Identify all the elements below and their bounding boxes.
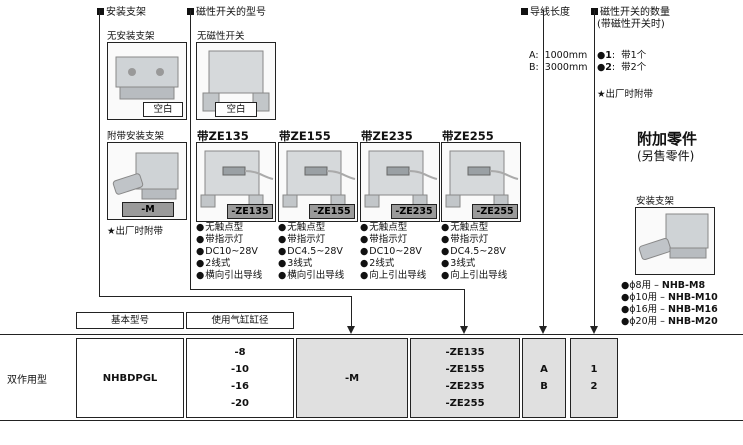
bracket-code-cell: -M <box>296 338 408 418</box>
feature-item: 横向引出导线 <box>196 270 262 282</box>
code-value: -ZE235 <box>445 381 485 392</box>
feature-item: 向上引出导线 <box>360 270 426 282</box>
cylinder-with-bracket-image <box>112 152 179 200</box>
basic-model-cell: NHBDPGL <box>76 338 184 418</box>
cylinder-image <box>115 56 179 100</box>
feature-item: 无触点型 <box>360 222 426 234</box>
feature-item: 带指示灯 <box>360 234 426 246</box>
feature-item: 3线式 <box>278 258 344 270</box>
accessory-subtitle: (另售零件) <box>637 149 695 163</box>
code-value: -10 <box>230 364 250 375</box>
code-value: -ZE135 <box>445 347 485 358</box>
feature-item: 3线式 <box>441 258 507 270</box>
gripper-with-switch-image <box>445 150 519 208</box>
switch-variant-photo: -ZE135 <box>196 142 276 222</box>
row-label: 双作用型 <box>7 375 47 386</box>
switch-variant-title: 带ZE255 <box>442 129 494 143</box>
switch-variant-title: 带ZE155 <box>279 129 331 143</box>
code-value: -ZE255 <box>445 398 485 409</box>
with-bracket-label: 附带安装支架 <box>107 131 165 142</box>
switch-variant-features: 无触点型带指示灯DC10~28V2线式向上引出导线 <box>360 222 426 282</box>
feature-item: 无触点型 <box>441 222 507 234</box>
header-basic-model: 基本型号 <box>76 312 184 329</box>
switch-variant-title: 带ZE135 <box>197 129 249 143</box>
feature-item: DC4.5~28V <box>441 246 507 258</box>
no-switch-tag: 空白 <box>215 102 257 117</box>
qty-2-line: ●2: 带2个 <box>597 62 647 73</box>
code-value: -8 <box>234 347 246 358</box>
gripper-with-switch-image <box>282 150 356 208</box>
lead-b-line: B: 3000mm <box>529 62 588 73</box>
code-value: A <box>540 364 548 375</box>
feature-item: 无触点型 <box>278 222 344 234</box>
switch-variant-title: 带ZE235 <box>361 129 413 143</box>
no-switch-label: 无磁性开关 <box>197 31 245 42</box>
switch-variant-photo: -ZE155 <box>278 142 358 222</box>
feature-item: 带指示灯 <box>196 234 262 246</box>
section-lead-header: 导线长度 <box>521 3 570 18</box>
feature-item: 带指示灯 <box>441 234 507 246</box>
bracket-image <box>638 213 709 261</box>
switch-variant-tag: -ZE235 <box>391 204 437 219</box>
section-switch-header: 磁性开关的型号 <box>187 3 266 18</box>
switch-variant-tag: -ZE155 <box>309 204 355 219</box>
feature-item: 带指示灯 <box>278 234 344 246</box>
feature-item: 向上引出导线 <box>441 270 507 282</box>
switch-variant-tag: -ZE255 <box>472 204 518 219</box>
section-bracket-header: 安装支架 <box>97 3 146 18</box>
accessory-item: ●ϕ8用 – NHB-M8 <box>621 280 706 291</box>
with-bracket-tag: -M <box>122 202 174 217</box>
switch-variant-photo: -ZE255 <box>441 142 521 222</box>
no-bracket-photo: 空白 <box>107 42 187 120</box>
switch-code-cell: -ZE135 -ZE155 -ZE235 -ZE255 <box>410 338 520 418</box>
accessory-item: ●ϕ16用 – NHB-M16 <box>621 304 718 315</box>
accessory-bracket-label: 安装支架 <box>636 196 675 207</box>
gripper-with-switch-image <box>200 150 274 208</box>
code-value: 2 <box>590 381 598 392</box>
code-value: B <box>540 381 548 392</box>
lead-a-line: A: 1000mm <box>529 50 588 61</box>
feature-item: 2线式 <box>196 258 262 270</box>
bore-cell: -8 -10 -16 -20 <box>186 338 294 418</box>
header-bore: 使用气缸缸径 <box>186 312 294 329</box>
switch-variant-features: 无触点型带指示灯DC10~28V2线式横向引出导线 <box>196 222 262 282</box>
accessory-title: 附加零件 <box>637 130 698 148</box>
no-switch-photo: 空白 <box>196 42 276 120</box>
bracket-factory-note: ★出厂时附带 <box>107 226 164 237</box>
feature-item: 横向引出导线 <box>278 270 344 282</box>
feature-item: DC10~28V <box>196 246 262 258</box>
feature-item: 2线式 <box>360 258 426 270</box>
feature-item: DC10~28V <box>360 246 426 258</box>
accessory-item: ●ϕ10用 – NHB-M10 <box>621 292 718 303</box>
code-value: -ZE155 <box>445 364 485 375</box>
feature-item: 无触点型 <box>196 222 262 234</box>
code-value: 1 <box>590 364 598 375</box>
code-value: -16 <box>230 381 250 392</box>
accessory-bracket-photo <box>635 207 715 275</box>
switch-variant-features: 无触点型带指示灯DC4.5~28V3线式横向引出导线 <box>278 222 344 282</box>
no-bracket-tag: 空白 <box>143 102 183 117</box>
switch-variant-photo: -ZE235 <box>360 142 440 222</box>
feature-item: DC4.5~28V <box>278 246 344 258</box>
with-bracket-photo: -M <box>107 142 187 220</box>
no-bracket-label: 无安装支架 <box>107 31 155 42</box>
switch-variant-features: 无触点型带指示灯DC4.5~28V3线式向上引出导线 <box>441 222 507 282</box>
qty-1-line: ●1: 带1个 <box>597 50 647 61</box>
accessory-list: ●ϕ8用 – NHB-M8●ϕ10用 – NHB-M10●ϕ16用 – NHB-… <box>621 280 718 328</box>
accessory-item: ●ϕ20用 – NHB-M20 <box>621 316 718 327</box>
qty-factory-note: ★出厂时附带 <box>597 89 654 100</box>
code-value: -20 <box>230 398 250 409</box>
section-qty-note: (带磁性开关时) <box>597 19 665 30</box>
switch-variant-tag: -ZE135 <box>227 204 273 219</box>
